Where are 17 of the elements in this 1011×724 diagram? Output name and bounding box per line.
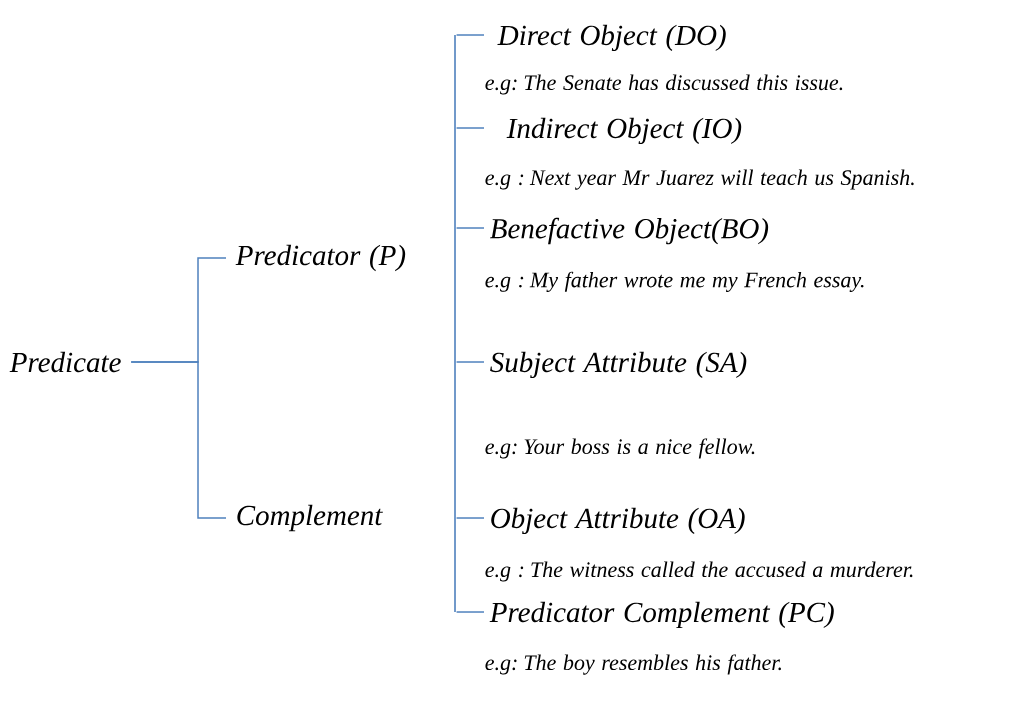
connector-line [130, 361, 227, 519]
tree-label: Predicator Complement (PC) e.g: The boy resembles his father. [485, 601, 834, 675]
tree-label: Complement [237, 504, 383, 532]
tree-label: Predicate [9, 351, 121, 373]
connector-line [455, 34, 485, 36]
connector-line [455, 127, 485, 129]
tree-label: Predicator (P) [235, 244, 406, 272]
connector-line [455, 361, 485, 363]
connector-line [455, 227, 485, 229]
tree-label: Indirect Object (IO) e.g : Next year Mr Juarez will teach us Spanish. [485, 117, 914, 190]
tree-label: Subject Attribute (SA) e.g: Your boss is a nice fellow. [485, 351, 755, 459]
bracket-line [454, 35, 456, 612]
tree-label: Benefactive Object(BO) e.g : My father wrote me my French essay. [485, 217, 864, 292]
tree-label: Direct Object (DO) e.g: The Senate has discussed this issue. [485, 24, 843, 95]
connector-line [455, 517, 485, 519]
connector-line [455, 611, 485, 613]
tree-label: Object Attribute (OA) e.g : The witness called the accused a murderer. [485, 507, 913, 582]
